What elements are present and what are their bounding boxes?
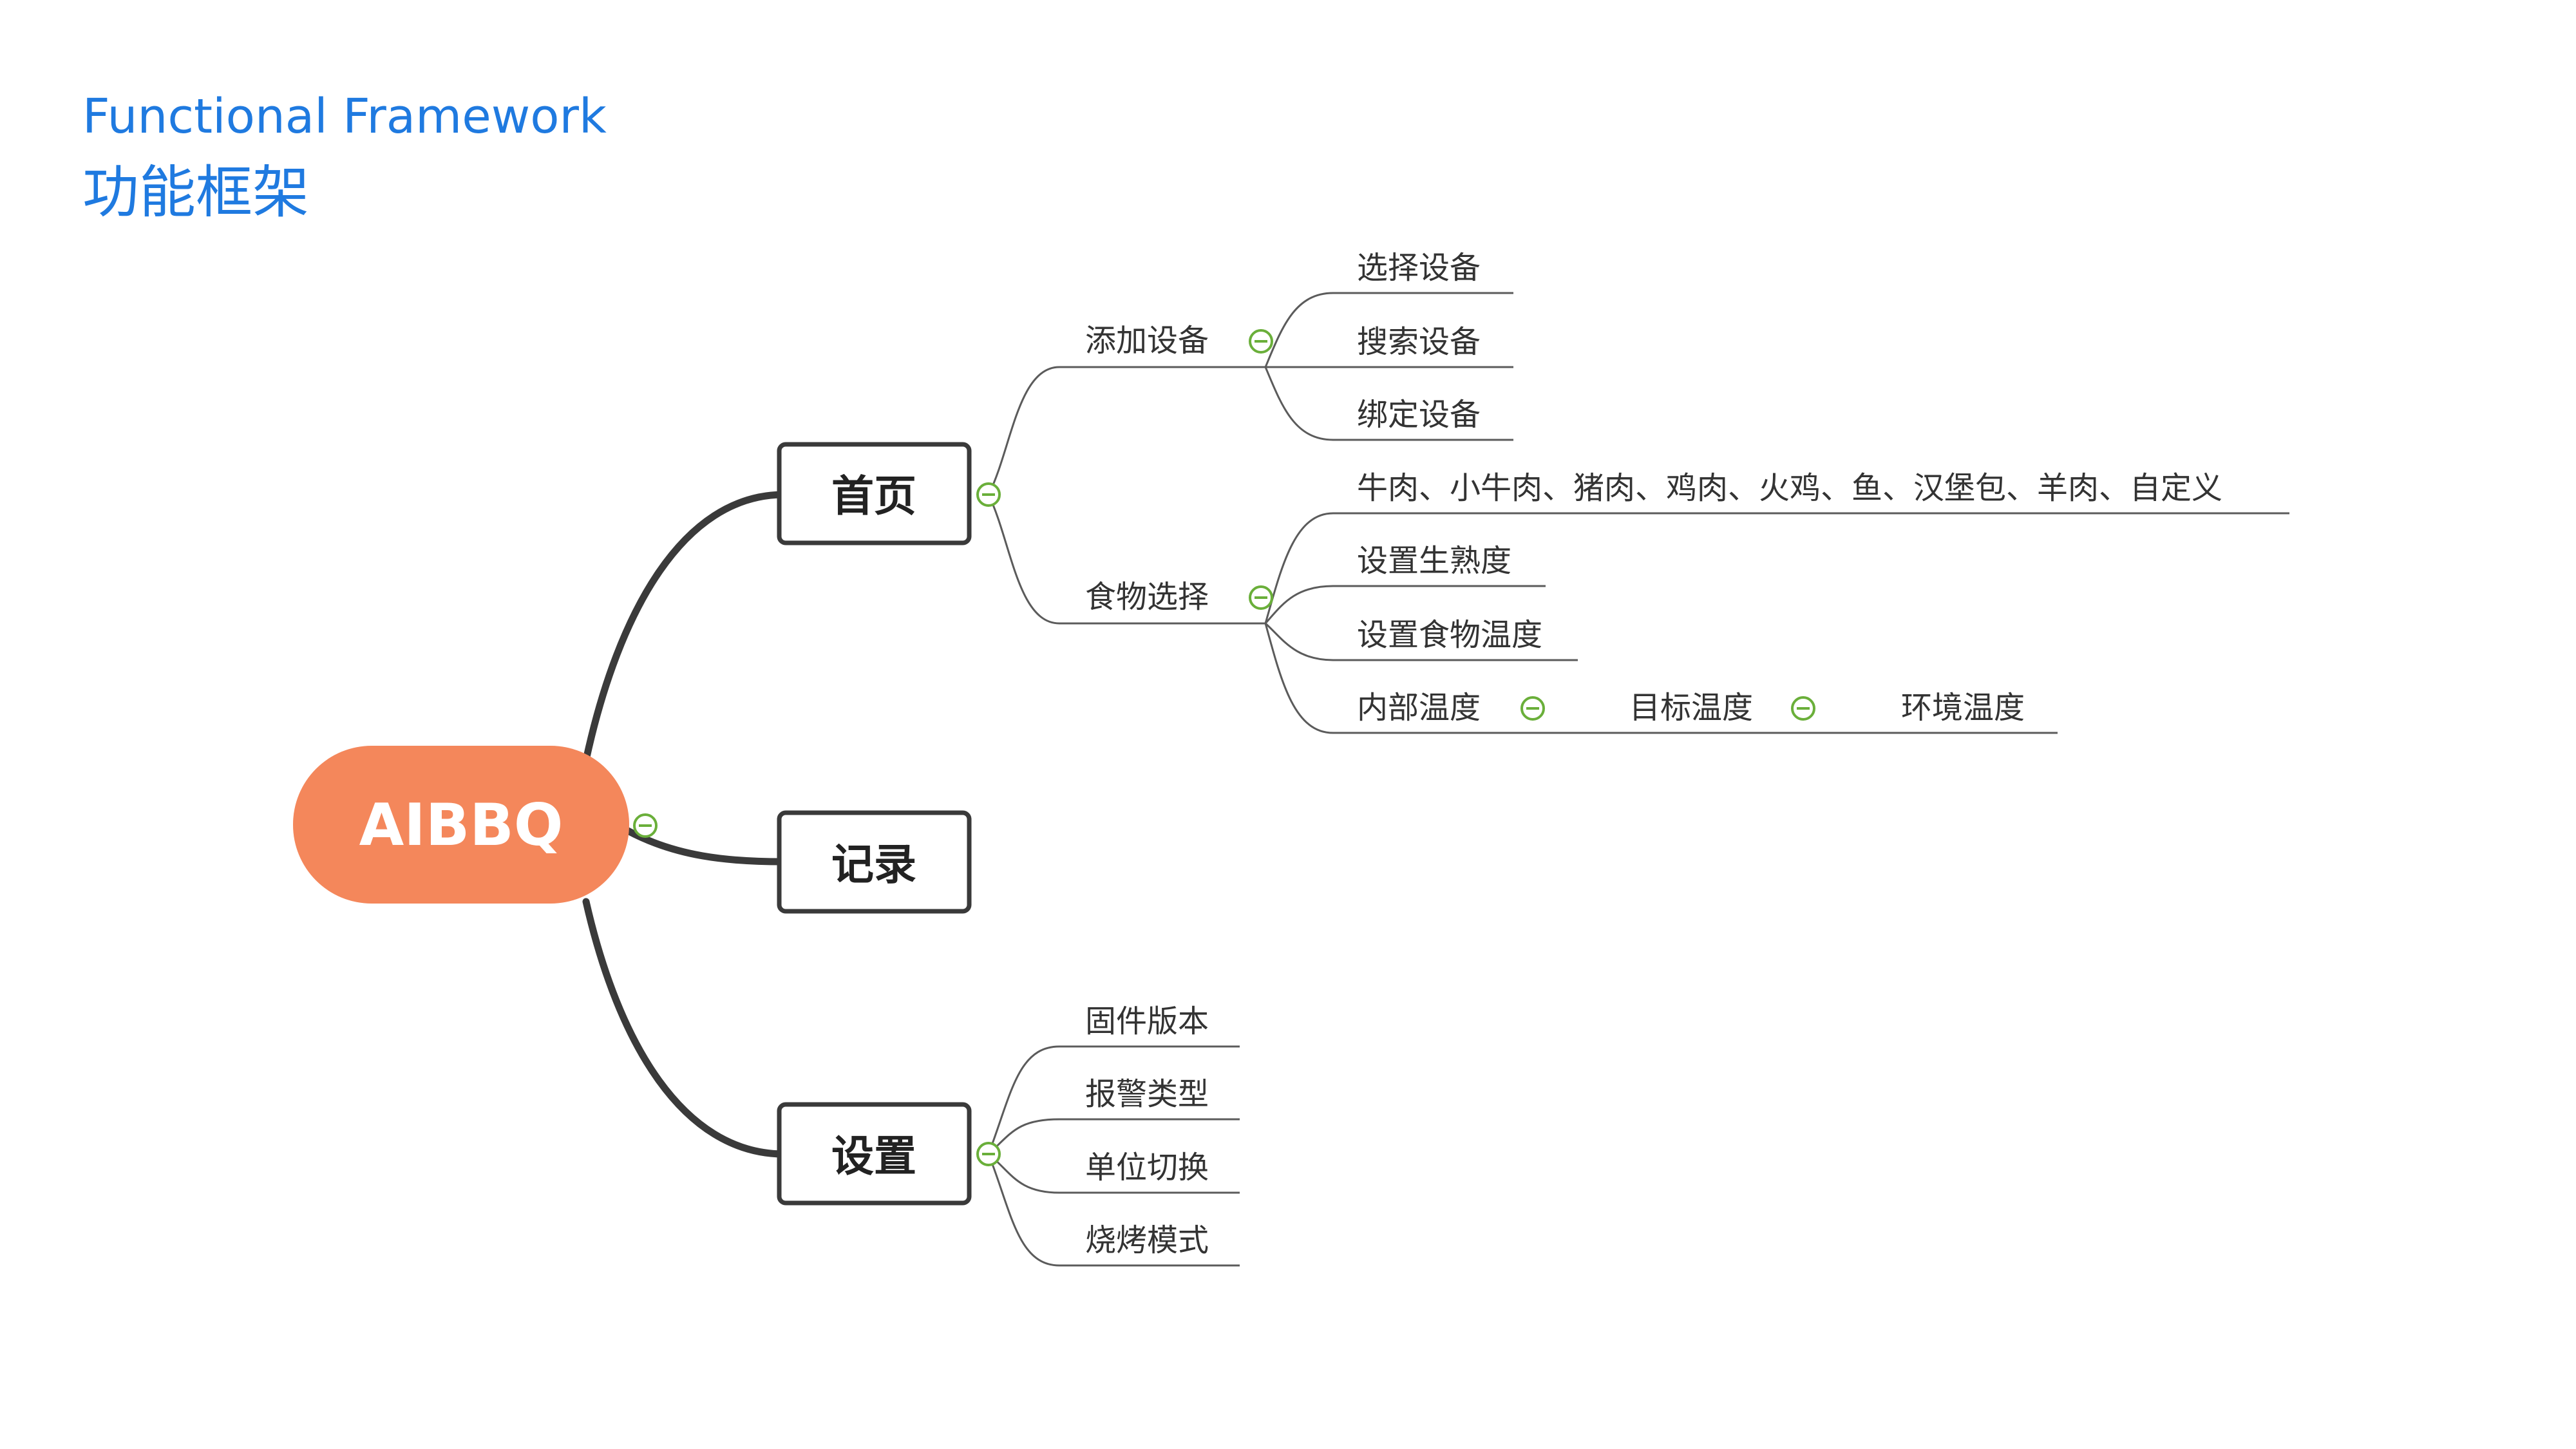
leaf-food-temperature[interactable]: 设置食物温度 xyxy=(1357,617,1542,653)
page-title-en: Functional Framework xyxy=(82,89,607,144)
node-home[interactable]: 首页 xyxy=(777,442,972,545)
leaf-target-temperature[interactable]: 目标温度 xyxy=(1629,690,1753,726)
collapse-icon[interactable] xyxy=(633,813,658,838)
collapse-icon[interactable] xyxy=(1249,585,1273,610)
leaf-firmware-version[interactable]: 固件版本 xyxy=(1085,1003,1209,1039)
leaf-doneness[interactable]: 设置生熟度 xyxy=(1357,543,1511,579)
leaf-ambient-temperature[interactable]: 环境温度 xyxy=(1901,690,2025,726)
root-node[interactable]: AIBBQ xyxy=(293,746,629,904)
root-node-label: AIBBQ xyxy=(359,791,564,859)
node-settings[interactable]: 设置 xyxy=(777,1102,972,1206)
connector-food-doneness xyxy=(1264,585,1546,624)
leaf-select-device[interactable]: 选择设备 xyxy=(1357,250,1481,286)
connector-root-settings xyxy=(582,898,786,1158)
connector-root-records xyxy=(624,827,786,866)
collapse-icon[interactable] xyxy=(976,1142,1001,1166)
node-home-label: 首页 xyxy=(831,471,916,521)
node-records-label: 记录 xyxy=(831,840,916,889)
connector-food-temp xyxy=(1265,622,1578,661)
connector-settings-alarm xyxy=(987,1118,1240,1155)
leaf-bind-device[interactable]: 绑定设备 xyxy=(1357,397,1481,433)
connector-root-home xyxy=(582,491,786,764)
connector-settings-mode xyxy=(987,1153,1240,1267)
node-add-device-label[interactable]: 添加设备 xyxy=(1085,323,1209,359)
connector-food-internal xyxy=(1264,623,2058,734)
collapse-icon[interactable] xyxy=(1520,696,1545,721)
leaf-food-types[interactable]: 牛肉、小牛肉、猪肉、鸡肉、火鸡、鱼、汉堡包、羊肉、自定义 xyxy=(1357,470,2222,506)
leaf-grill-mode[interactable]: 烧烤模式 xyxy=(1085,1222,1209,1258)
collapse-icon[interactable] xyxy=(1249,329,1273,354)
node-records[interactable]: 记录 xyxy=(777,810,972,914)
connector-add-select xyxy=(1264,292,1513,368)
leaf-alarm-type[interactable]: 报警类型 xyxy=(1085,1076,1209,1112)
connector-home-food xyxy=(987,494,1265,625)
leaf-unit-switch[interactable]: 单位切换 xyxy=(1085,1150,1209,1186)
page-title-zh: 功能框架 xyxy=(82,159,310,225)
collapse-icon[interactable] xyxy=(1791,696,1815,721)
connector-settings-firmware xyxy=(987,1045,1240,1155)
leaf-search-device[interactable]: 搜索设备 xyxy=(1357,324,1481,360)
collapse-icon[interactable] xyxy=(976,482,1001,507)
node-food-select-label[interactable]: 食物选择 xyxy=(1085,579,1209,615)
node-settings-label: 设置 xyxy=(831,1132,916,1181)
leaf-internal-temperature[interactable]: 内部温度 xyxy=(1357,690,1481,726)
connector-add-bind xyxy=(1264,366,1513,441)
connector-home-add-device xyxy=(987,366,1265,495)
